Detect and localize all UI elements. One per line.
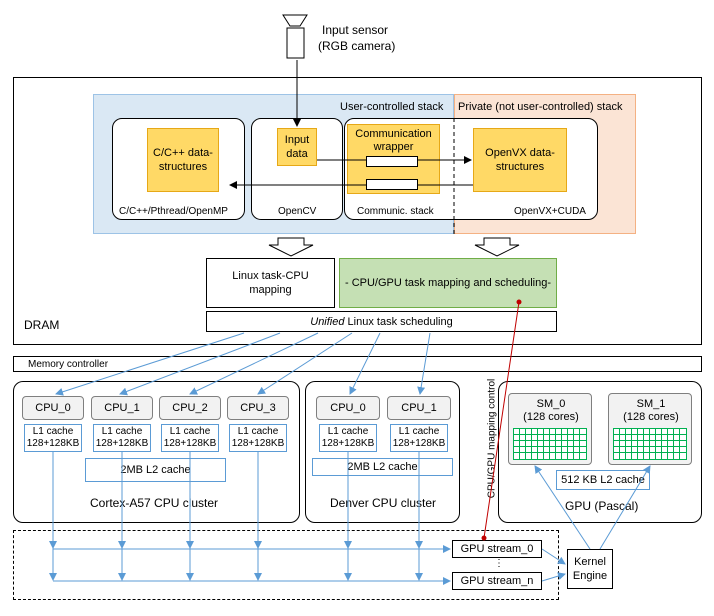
sm-0-cores: (128 cores) bbox=[523, 411, 579, 423]
sm-0-name: SM_0 bbox=[536, 398, 566, 410]
unified-word: Unified bbox=[310, 315, 345, 328]
memory-controller-label: Memory controller bbox=[28, 359, 109, 370]
wrapper-slot-bottom bbox=[366, 179, 418, 190]
gpu-stream-0: GPU stream_0 bbox=[452, 540, 542, 558]
memory-controller bbox=[13, 356, 702, 372]
opencv-stack bbox=[251, 118, 343, 220]
user-stack-label: User-controlled stack bbox=[340, 101, 444, 113]
denver-cluster-label: Denver CPU cluster bbox=[330, 496, 437, 510]
private-stack-label: Private (not user-controlled) stack bbox=[458, 101, 623, 113]
a57-cpu-3: CPU_3 bbox=[227, 396, 289, 420]
unified-linux-scheduling: Unified Linux task scheduling bbox=[206, 311, 557, 332]
a57-cpu-0: CPU_0 bbox=[22, 396, 84, 420]
dram-label: DRAM bbox=[24, 318, 60, 332]
openvx-data-structures: OpenVX data-structures bbox=[473, 128, 567, 192]
linux-task-cpu-mapping: Linux task-CPU mapping bbox=[206, 258, 335, 308]
cpp-data-structures: C/C++ data-structures bbox=[147, 128, 219, 192]
input-data: Input data bbox=[277, 128, 317, 166]
cpp-stack-label: C/C++/Pthread/OpenMP bbox=[119, 206, 228, 217]
sm-1-cores: (128 cores) bbox=[623, 411, 679, 423]
a57-cluster-label: Cortex-A57 CPU cluster bbox=[90, 496, 219, 510]
cpu-gpu-mapping-scheduling: - CPU/GPU task mapping and scheduling- bbox=[339, 258, 557, 308]
opencv-label: OpenCV bbox=[278, 206, 317, 217]
openvx-label: OpenVX+CUDA bbox=[514, 206, 586, 217]
a57-cpu-1: CPU_1 bbox=[91, 396, 153, 420]
gpu-streams-region bbox=[13, 530, 559, 600]
denver-cpu-0: CPU_0 bbox=[316, 396, 380, 420]
denver-l2-cache: 2MB L2 cache bbox=[312, 458, 453, 476]
camera-icon bbox=[282, 14, 308, 59]
sensor-subtitle: (RGB camera) bbox=[318, 39, 396, 53]
gpu-l2-cache: 512 KB L2 cache bbox=[556, 470, 650, 490]
a57-l2-cache: 2MB L2 cache bbox=[85, 458, 226, 482]
gpu-stream-n: GPU stream_n bbox=[452, 572, 542, 590]
unified-rest: Linux task scheduling bbox=[344, 315, 453, 328]
a57-cpu-2: CPU_2 bbox=[159, 396, 221, 420]
gpu-cluster-label: GPU (Pascal) bbox=[565, 499, 639, 513]
mapping-control-label: CPU/GPU mapping control bbox=[486, 378, 498, 499]
sm-1-core-grid bbox=[613, 428, 687, 460]
denver-cpu-1: CPU_1 bbox=[387, 396, 451, 420]
communication-stack-label: Communic. stack bbox=[357, 206, 434, 217]
sm-0-core-grid bbox=[513, 428, 587, 460]
kernel-engine: Kernel Engine bbox=[567, 549, 613, 589]
wrapper-slot-top bbox=[366, 156, 418, 167]
sensor-title: Input sensor bbox=[322, 23, 389, 37]
streams-ellipsis: ⋮ bbox=[494, 558, 504, 569]
sm-1-name: SM_1 bbox=[636, 398, 666, 410]
